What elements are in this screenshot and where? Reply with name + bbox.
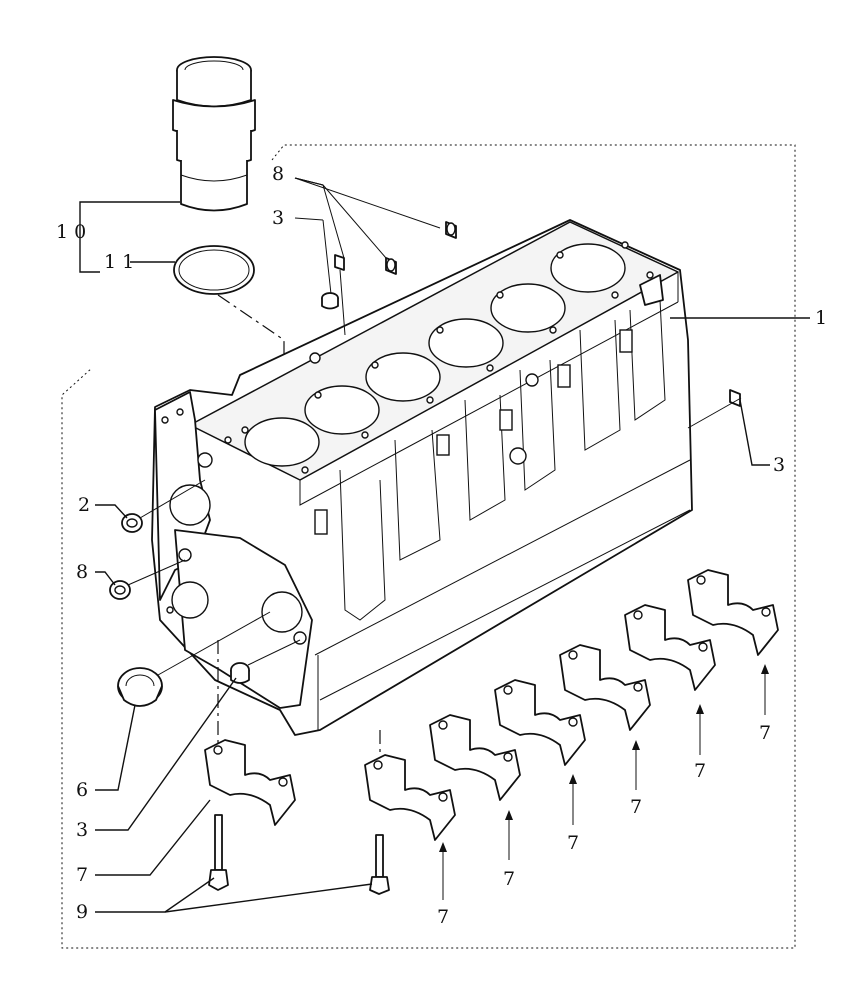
callout-8-top: 8	[272, 163, 284, 185]
leader-lines	[79, 177, 810, 913]
cylinder-bores	[244, 243, 626, 467]
bearing-cap-3	[429, 714, 521, 801]
liner-seal-ring	[173, 245, 255, 295]
cap-arrows	[439, 664, 769, 900]
callout-6: 6	[76, 779, 88, 801]
cap-bolts	[208, 814, 390, 895]
bearing-cap-5	[559, 644, 651, 731]
crankcase-ribs	[314, 299, 666, 621]
callout-7-left: 7	[76, 864, 88, 886]
bearing-cap-6	[624, 604, 716, 691]
callout-7-cap5: 7	[630, 796, 642, 818]
callout-9: 9	[76, 901, 88, 923]
callout-7-cap3: 7	[503, 868, 515, 890]
callout-7-cap6: 7	[694, 760, 706, 782]
head-bolt-holes	[224, 241, 654, 474]
callout-8-left: 8	[76, 561, 88, 583]
bearing-cap-4	[494, 679, 586, 766]
callout-labels: 1 2 3 3 3 6 7 7 7 7 7 7 7 8 8 9 1 0 1 1	[56, 163, 827, 928]
callout-3-top: 3	[272, 207, 284, 229]
main-bearing-caps	[204, 569, 779, 841]
callout-7-cap7: 7	[759, 722, 771, 744]
camshaft-plug	[117, 667, 163, 707]
engine-block	[151, 219, 693, 736]
plugs-and-washers	[109, 221, 741, 684]
callout-2: 2	[78, 494, 90, 516]
front-plate-holes	[161, 408, 307, 645]
callout-7-cap2: 7	[437, 906, 449, 928]
callout-7-cap4: 7	[567, 832, 579, 854]
callout-11: 1 1	[104, 251, 134, 273]
callout-3-left: 3	[76, 819, 88, 841]
callout-10: 1 0	[56, 221, 86, 243]
cylinder-liner	[172, 56, 256, 212]
bearing-cap-1	[204, 739, 296, 826]
callout-1: 1	[815, 307, 827, 329]
bearing-cap-7	[687, 569, 779, 656]
callout-3-right: 3	[773, 454, 785, 476]
bearing-cap-2	[364, 754, 456, 841]
